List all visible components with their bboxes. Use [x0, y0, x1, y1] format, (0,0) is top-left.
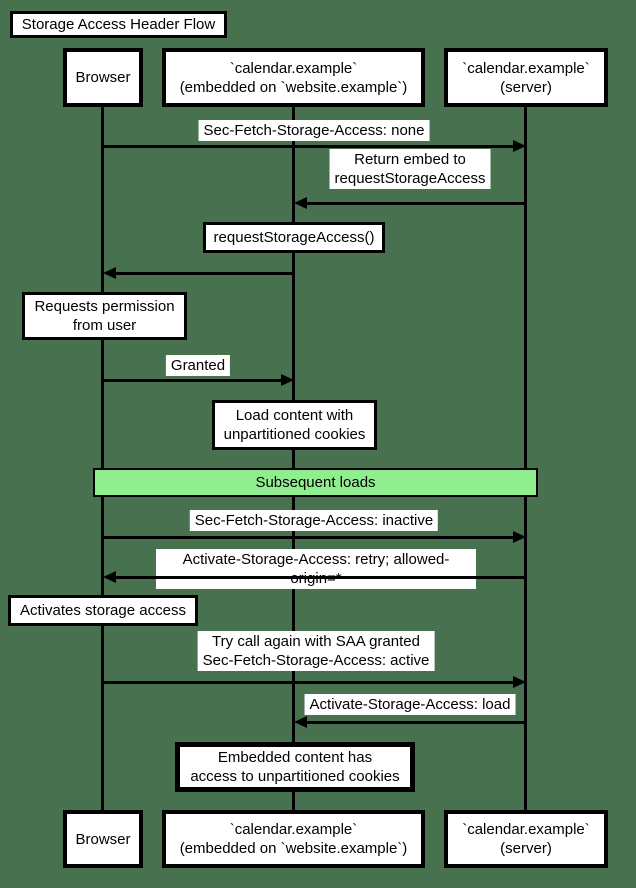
arrowhead-right-icon — [513, 140, 526, 152]
message-label: Granted — [165, 355, 231, 376]
diagram-title: Storage Access Header Flow — [10, 11, 227, 38]
message-label: Activate-Storage-Access: retry; allowed-… — [156, 549, 476, 589]
participant-embed-top: `calendar.example` (embedded on `website… — [162, 48, 425, 107]
note-load-content: Load content with unpartitioned cookies — [212, 400, 377, 450]
arrowhead-left-icon — [294, 716, 307, 728]
message-label: Try call again with SAA granted Sec-Fetc… — [197, 631, 435, 671]
arrowhead-right-icon — [513, 676, 526, 688]
band-subsequent-loads: Subsequent loads — [93, 468, 538, 497]
message-arrow — [307, 721, 526, 724]
message-arrow — [116, 272, 294, 275]
band-label: Subsequent loads — [255, 474, 376, 491]
participant-browser-bottom: Browser — [63, 810, 143, 868]
message-label: Activate-Storage-Access: load — [304, 694, 516, 715]
participant-server-bottom: `calendar.example` (server) — [444, 810, 608, 868]
message-arrow — [103, 536, 513, 539]
lifeline-embed — [292, 107, 295, 812]
lifeline-browser — [101, 107, 104, 812]
message-arrow — [307, 202, 526, 205]
participant-embed-bottom: `calendar.example` (embedded on `website… — [162, 810, 425, 868]
arrowhead-right-icon — [513, 531, 526, 543]
message-label: Sec-Fetch-Storage-Access: inactive — [189, 510, 439, 531]
participant-server-top: `calendar.example` (server) — [444, 48, 608, 107]
lifeline-server — [524, 107, 527, 812]
arrowhead-left-icon — [294, 197, 307, 209]
arrowhead-left-icon — [103, 571, 116, 583]
arrowhead-right-icon — [281, 374, 294, 386]
note-embedded-content-access: Embedded content has access to unpartiti… — [175, 742, 415, 792]
note-activates-storage-access: Activates storage access — [8, 595, 198, 626]
message-label: Sec-Fetch-Storage-Access: none — [198, 120, 430, 141]
message-arrow — [103, 681, 513, 684]
message-label: Return embed to requestStorageAccess — [329, 149, 491, 189]
message-arrow — [103, 379, 281, 382]
arrowhead-left-icon — [103, 267, 116, 279]
message-arrow — [103, 145, 513, 148]
message-label-boxed: requestStorageAccess() — [203, 222, 385, 253]
note-requests-permission: Requests permission from user — [22, 292, 187, 340]
participant-browser-top: Browser — [63, 48, 143, 107]
message-arrow — [116, 576, 526, 579]
